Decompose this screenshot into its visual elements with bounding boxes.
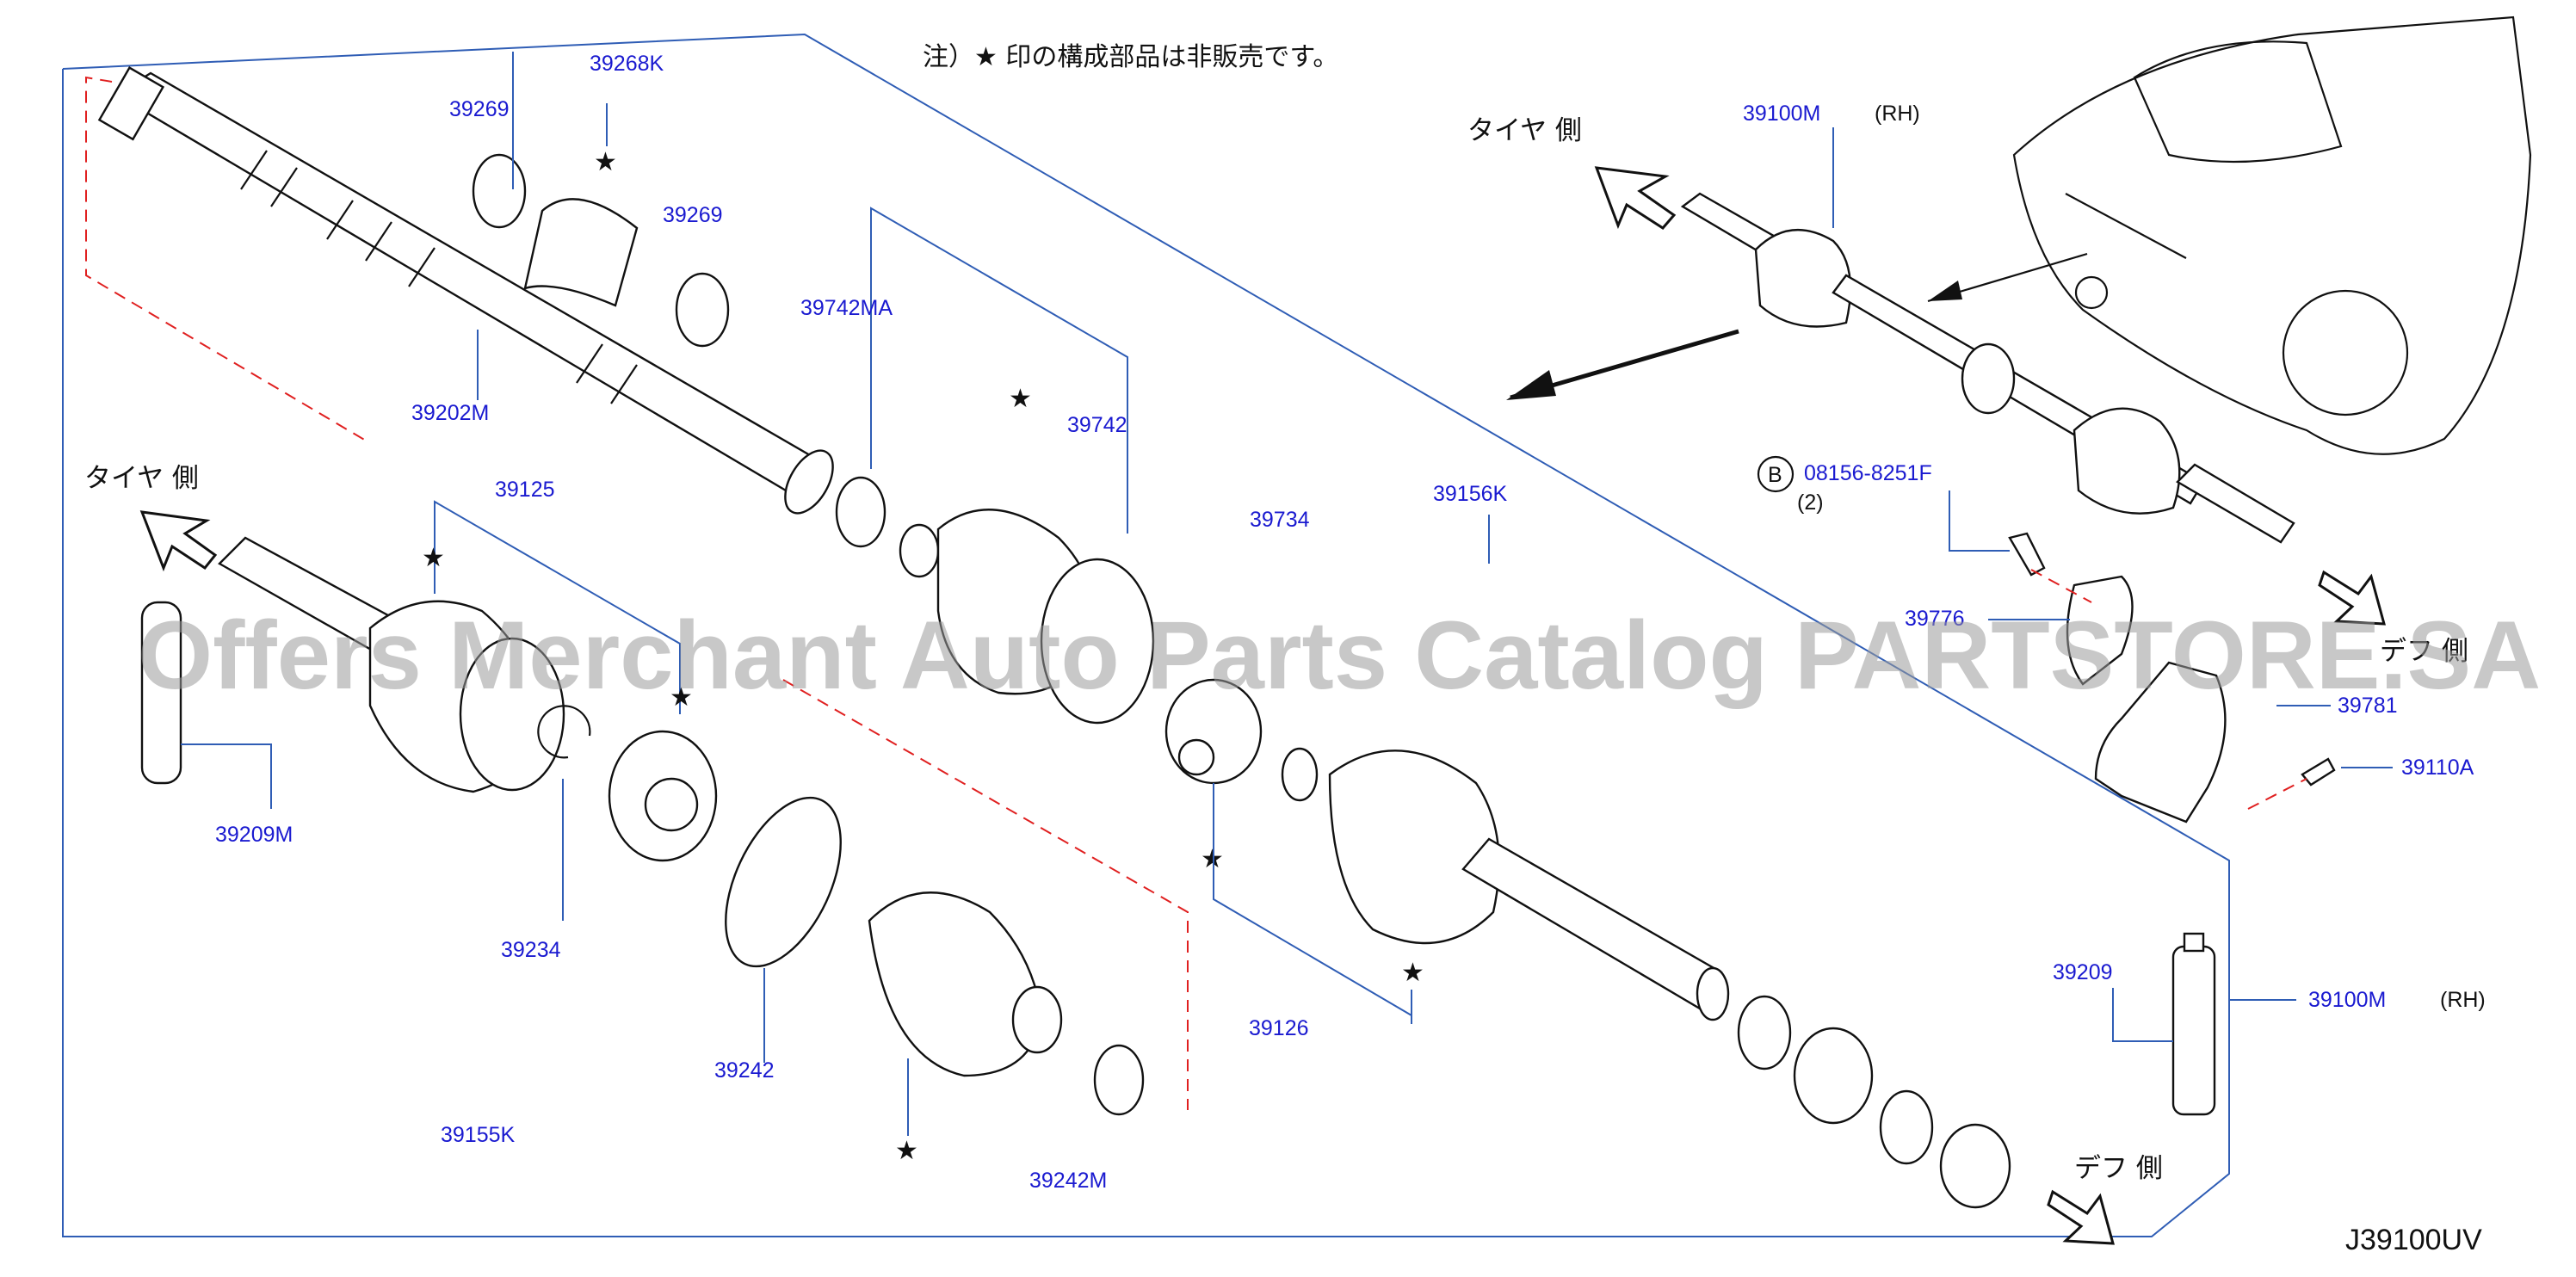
diff-side-arrow-right-icon bbox=[2318, 570, 2386, 626]
watermark-text: Offers Merchant Auto Parts Catalog PARTS… bbox=[138, 601, 2541, 709]
dashed-guide-upper bbox=[85, 76, 367, 441]
diff-side-label-right: デフ 側 bbox=[2380, 636, 2468, 667]
boot-39742-drawing bbox=[835, 476, 1155, 725]
part-08156-8251F[interactable]: 08156-8251F bbox=[1804, 461, 1932, 485]
part-39742[interactable]: 39742 bbox=[1067, 413, 1127, 437]
outer-joint-drawing bbox=[140, 536, 1145, 1116]
star-marker: ★ bbox=[670, 682, 693, 713]
leader-39209M bbox=[181, 743, 272, 809]
star-marker: ★ bbox=[422, 543, 445, 573]
part-39242[interactable]: 39242 bbox=[714, 1058, 775, 1083]
drive-shaft-overview-drawing bbox=[1680, 192, 2295, 544]
bracket-drawing bbox=[2008, 532, 2336, 824]
part-39100M-right[interactable]: 39100M bbox=[2308, 988, 2386, 1012]
bolt-marker: B bbox=[1768, 463, 1782, 487]
tire-side-label-right: タイヤ 側 bbox=[1467, 115, 1582, 146]
star-marker: ★ bbox=[594, 147, 617, 177]
dashed-bolt-line-2 bbox=[2247, 778, 2307, 810]
part-39209M[interactable]: 39209M bbox=[215, 823, 293, 847]
dashed-bolt-line bbox=[2030, 569, 2092, 603]
part-39126[interactable]: 39126 bbox=[1249, 1016, 1309, 1040]
part-39268K[interactable]: 39268K bbox=[590, 52, 664, 76]
part-39269-upper-b[interactable]: 39269 bbox=[663, 203, 723, 227]
part-39269-upper-a[interactable]: 39269 bbox=[449, 97, 510, 121]
leader-39125-group bbox=[434, 500, 681, 714]
part-39125[interactable]: 39125 bbox=[495, 478, 555, 502]
part-39734[interactable]: 39734 bbox=[1250, 508, 1310, 532]
diagram-code: J39100UV bbox=[2345, 1224, 2482, 1256]
star-marker: ★ bbox=[1401, 958, 1424, 988]
leader-39209 bbox=[2112, 988, 2173, 1042]
part-39156K[interactable]: 39156K bbox=[1433, 482, 1508, 506]
part-39234[interactable]: 39234 bbox=[501, 938, 561, 962]
tire-side-arrow-right-icon bbox=[1594, 166, 1677, 230]
part-39155K[interactable]: 39155K bbox=[441, 1123, 516, 1147]
part-39781[interactable]: 39781 bbox=[2338, 694, 2398, 718]
vehicle-sketch bbox=[2012, 15, 2532, 455]
part-39110A[interactable]: 39110A bbox=[2401, 756, 2474, 780]
tire-side-arrow-left-icon bbox=[139, 510, 218, 572]
dashed-guide-lower bbox=[782, 679, 1189, 1110]
part-39202M[interactable]: 39202M bbox=[411, 401, 489, 425]
boot-39268K-drawing bbox=[472, 153, 730, 348]
leader-39742-group bbox=[870, 207, 1128, 534]
star-marker: ★ bbox=[895, 1136, 918, 1166]
part-39742MA[interactable]: 39742MA bbox=[800, 296, 893, 320]
diff-side-arrow-bottom-icon bbox=[2047, 1189, 2115, 1245]
part-39776[interactable]: 39776 bbox=[1905, 607, 1965, 631]
leader-08156 bbox=[1949, 490, 2010, 552]
grease-tube-drawing bbox=[2171, 932, 2216, 1116]
arrowhead-car-icon bbox=[1928, 281, 1962, 301]
tire-side-label-left: タイヤ 側 bbox=[84, 463, 199, 494]
quantity-label: (2) bbox=[1797, 490, 1824, 515]
diff-side-label-bottom: デフ 側 bbox=[2074, 1153, 2163, 1184]
bolt-marker-circle bbox=[1757, 455, 1795, 493]
note-text: 注）★ 印の構成部品は非販売です。 bbox=[923, 42, 1338, 72]
part-39242M[interactable]: 39242M bbox=[1029, 1169, 1107, 1193]
part-39100M-top[interactable]: 39100M bbox=[1743, 102, 1820, 126]
shaft-39202M-drawing bbox=[97, 66, 834, 515]
star-marker: ★ bbox=[1009, 384, 1032, 414]
star-marker: ★ bbox=[1201, 844, 1224, 874]
part-39209[interactable]: 39209 bbox=[2053, 960, 2113, 984]
rh-label-top: (RH) bbox=[1875, 102, 1920, 126]
rh-label-right: (RH) bbox=[2440, 988, 2486, 1012]
arrowhead-main-icon bbox=[1506, 370, 1556, 400]
callout-frame bbox=[62, 33, 2230, 1237]
joint-housing-drawing bbox=[1164, 678, 2011, 1209]
